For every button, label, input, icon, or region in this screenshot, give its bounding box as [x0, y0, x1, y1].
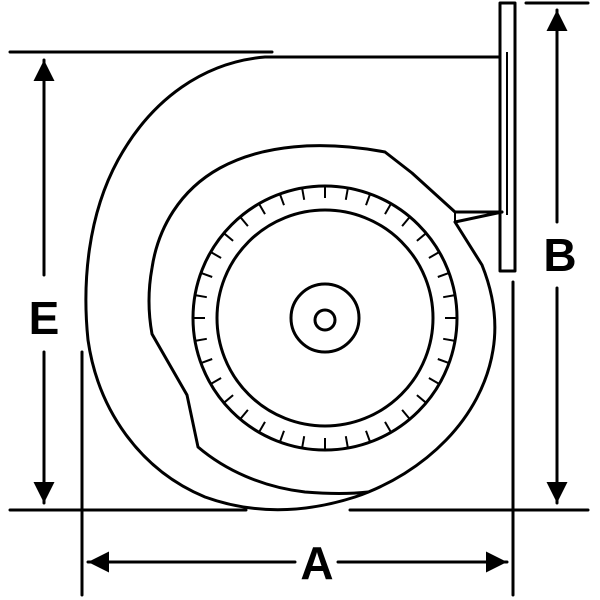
dimension-arrows: [33, 8, 568, 573]
wheel-blade: [428, 377, 440, 385]
wheel-blade: [416, 394, 427, 404]
wheel-blade: [401, 409, 411, 420]
wheel-blade: [239, 409, 249, 420]
dimension-a-label: A: [300, 537, 333, 589]
wheel-blade: [223, 232, 234, 242]
wheel-blade: [210, 377, 222, 385]
wheel-blade: [365, 430, 372, 443]
outlet-flange: [498, 1, 517, 273]
wheel-inner-rim: [215, 208, 435, 428]
wheel-blade: [416, 232, 427, 242]
wheel-blade: [365, 193, 372, 206]
wheel-blades: [193, 186, 457, 450]
flange-plate: [498, 1, 517, 273]
wheel-blade: [384, 421, 392, 433]
wheel-blade: [210, 251, 222, 259]
wheel-blade: [443, 337, 456, 342]
housing-inner-scroll: [147, 144, 504, 495]
dimension-e-label: E: [29, 292, 60, 344]
wheel-blade: [278, 430, 285, 443]
wheel-blade: [384, 203, 392, 215]
wheel-blade: [301, 187, 306, 200]
wheel-blade: [437, 358, 450, 365]
extension-lines: [8, 1, 590, 597]
blower-wheel: [191, 184, 459, 452]
wheel-blade: [437, 271, 450, 278]
wheel-blade: [194, 294, 207, 299]
blower-housing: [84, 55, 504, 512]
wheel-blade: [194, 337, 207, 342]
hub: [289, 282, 361, 354]
wheel-blade: [428, 251, 440, 259]
dimension-b-label: B: [543, 229, 576, 281]
wheel-blade: [200, 358, 213, 365]
wheel-blade: [401, 216, 411, 227]
wheel-blade: [258, 203, 266, 215]
wheel-outer-rim: [191, 184, 459, 452]
wheel-blade: [443, 294, 456, 299]
wheel-blade: [344, 187, 349, 200]
shaft-hole: [313, 308, 337, 332]
wheel-blade: [258, 421, 266, 433]
housing-outer-scroll: [84, 55, 504, 512]
wheel-blade: [239, 216, 249, 227]
wheel-blade: [278, 193, 285, 206]
wheel-blade: [344, 436, 349, 449]
wheel-blade: [223, 394, 234, 404]
wheel-blade: [200, 271, 213, 278]
wheel-blade: [301, 436, 306, 449]
